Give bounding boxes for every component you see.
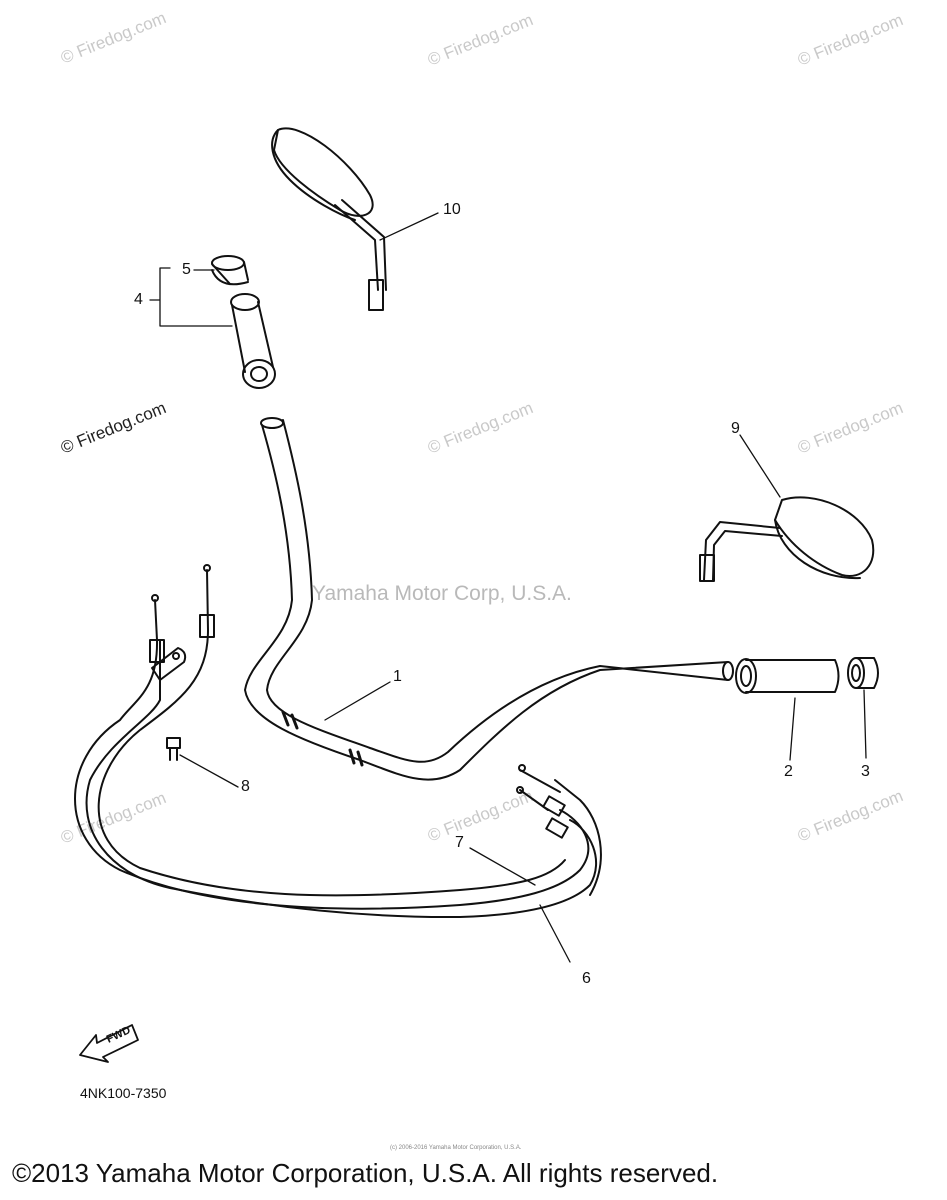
bolt [166,737,181,761]
grip-end [847,657,879,689]
callout-5: 5 [182,261,191,278]
cable-assembly [74,564,602,919]
callout-6: 6 [582,970,591,987]
handlebar [244,417,734,781]
callout-8: 8 [241,778,250,795]
grip-left [230,293,276,389]
forward-arrow-icon [79,1024,139,1063]
leader-lines [149,212,867,963]
callout-1: 1 [393,668,402,685]
figure-code: 4NK100-7350 [80,1085,167,1101]
callout-2: 2 [784,763,793,780]
tiny-copyright: (c) 2006-2016 Yamaha Motor Corporation, … [390,1145,522,1151]
cable-bracket [151,647,187,681]
callout-9: 9 [731,420,740,437]
watermark-center: Yamaha Motor Corp, U.S.A. [312,582,572,605]
callout-3: 3 [861,763,870,780]
mirror-right [699,496,875,582]
knurl-mark [281,710,364,767]
callout-7: 7 [455,834,464,851]
callout-4: 4 [134,291,143,308]
grip-right [735,658,840,694]
copyright-notice: ©2013 Yamaha Motor Corporation, U.S.A. A… [12,1158,719,1188]
grip-end-left [211,255,249,286]
callout-10: 10 [443,201,461,218]
mirror-left [271,127,387,311]
